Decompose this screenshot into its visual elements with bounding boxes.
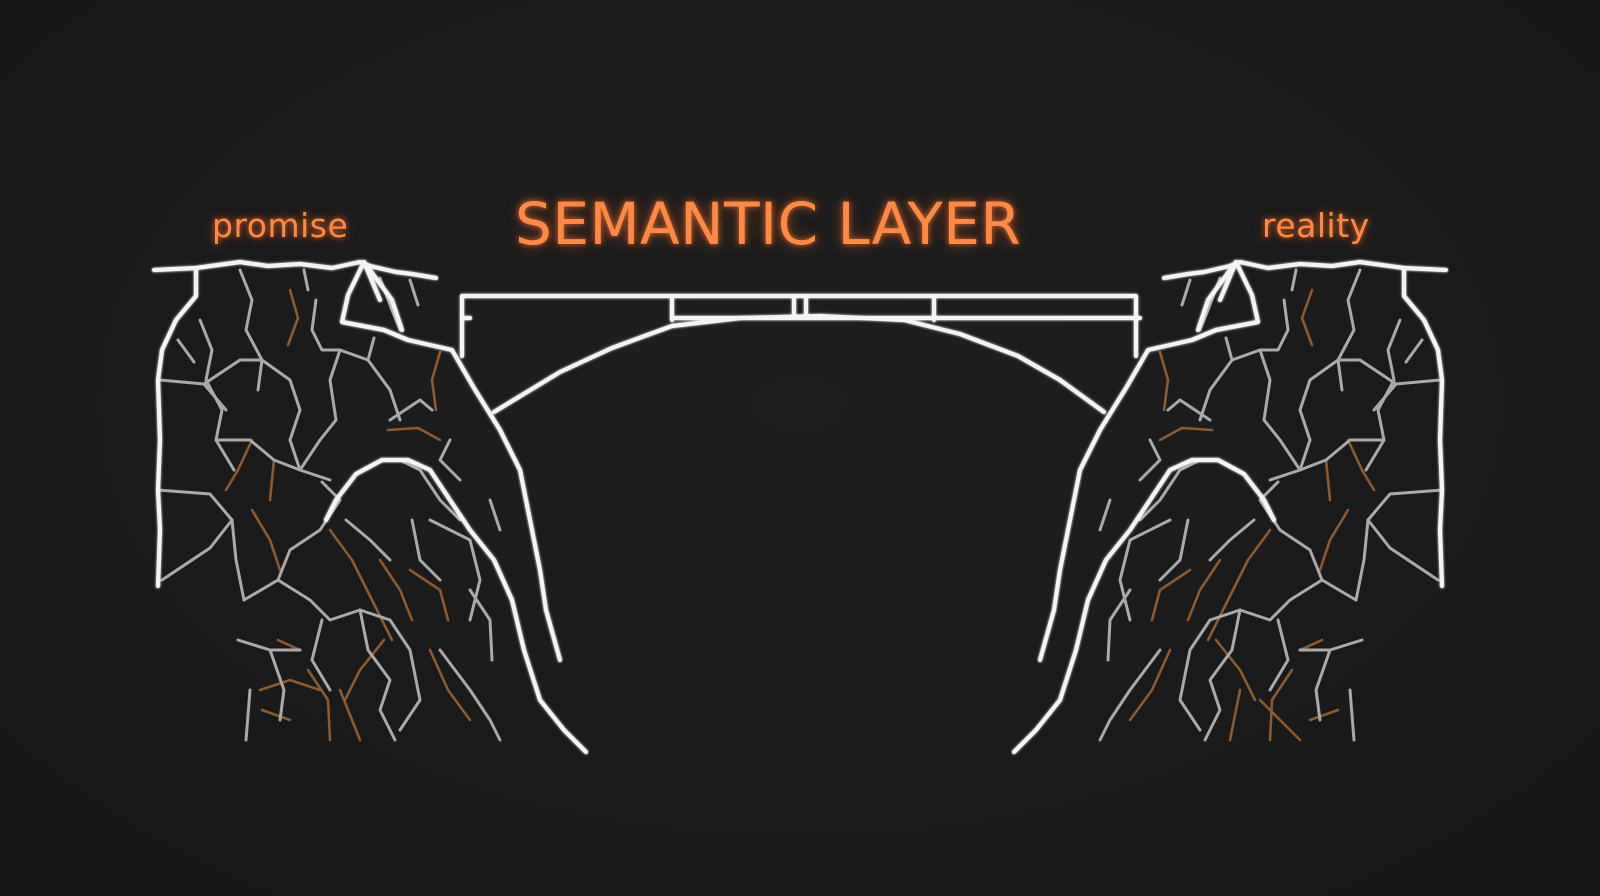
right-cliff [1011, 259, 1449, 755]
right-cliff-cracks-gray [1098, 268, 1444, 742]
left-cliff [151, 259, 589, 755]
right-cliff-veins-brown [1128, 288, 1376, 742]
left-cliff-label: promise [212, 206, 349, 245]
left-cliff-veins-brown [224, 288, 472, 742]
right-cliff-label: reality [1262, 206, 1370, 245]
right-cliff-outline [1011, 259, 1449, 755]
diagram-title: SEMANTIC LAYER [515, 190, 1022, 258]
left-cliff-outline [151, 259, 589, 755]
left-cliff-cracks-gray [156, 268, 502, 742]
bridge [459, 293, 1143, 415]
bridge-deck [459, 293, 1139, 359]
bridge-arch [491, 313, 1107, 415]
